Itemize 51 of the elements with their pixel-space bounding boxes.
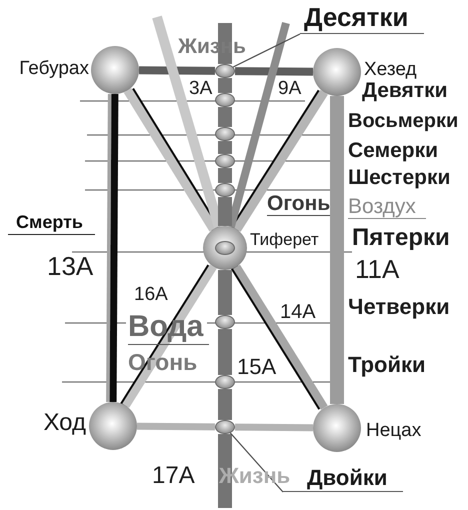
bead xyxy=(215,420,235,434)
bead xyxy=(215,315,235,329)
path-bar xyxy=(110,94,118,402)
path-number: 17А xyxy=(152,464,195,488)
bead xyxy=(215,64,235,78)
path-number: 9А xyxy=(278,79,302,98)
underlined-label: Десятки xyxy=(300,2,424,34)
path-bar xyxy=(330,96,344,404)
underlined-label: Смерть xyxy=(8,213,95,235)
path-number: 11А xyxy=(355,256,400,282)
sphere-label: Ход xyxy=(43,411,86,435)
bead xyxy=(215,154,235,168)
underlined-label: Огонь xyxy=(267,193,330,216)
bead xyxy=(215,375,235,389)
text-label: Тройки xyxy=(348,354,426,376)
path-bar xyxy=(136,422,216,430)
pillar-segment xyxy=(218,389,232,420)
text-label: Пятерки xyxy=(352,226,450,250)
pillar-segment xyxy=(218,270,232,315)
path-number: 14А xyxy=(280,302,316,322)
pillar-segment xyxy=(218,329,232,375)
pillar-segment xyxy=(218,78,232,93)
bead xyxy=(215,183,235,197)
pillar-segment xyxy=(218,197,232,226)
pillar-segment xyxy=(218,141,232,154)
pillar-segment xyxy=(218,168,232,183)
text-label: Девятки xyxy=(362,80,448,101)
path-bar xyxy=(233,264,328,410)
text-label: Семерки xyxy=(348,140,438,161)
bead xyxy=(215,241,235,255)
path-number: 13А xyxy=(47,253,94,279)
path-bar xyxy=(124,88,218,232)
underlined-label: Воздух xyxy=(348,196,426,219)
sphere-label: Тиферет xyxy=(250,231,319,248)
leader-line xyxy=(232,33,300,68)
bead xyxy=(215,127,235,141)
path-number: 15А xyxy=(237,356,276,378)
path-bar xyxy=(138,66,216,75)
path-bar xyxy=(233,90,328,232)
path-number: 16А xyxy=(134,285,168,304)
path-bar xyxy=(234,67,314,76)
sphere-label: Гебурах xyxy=(19,59,89,78)
text-label: Шестерки xyxy=(348,167,450,188)
sphere-label: Хезед xyxy=(364,60,417,79)
sphere-label: Нецах xyxy=(366,421,422,440)
path-bar xyxy=(234,424,314,432)
pillar-segment xyxy=(218,107,232,127)
text-label: Восьмерки xyxy=(348,111,458,131)
path-number: 3А xyxy=(189,79,212,98)
bead xyxy=(215,93,235,107)
text-label: Четверки xyxy=(348,296,450,318)
